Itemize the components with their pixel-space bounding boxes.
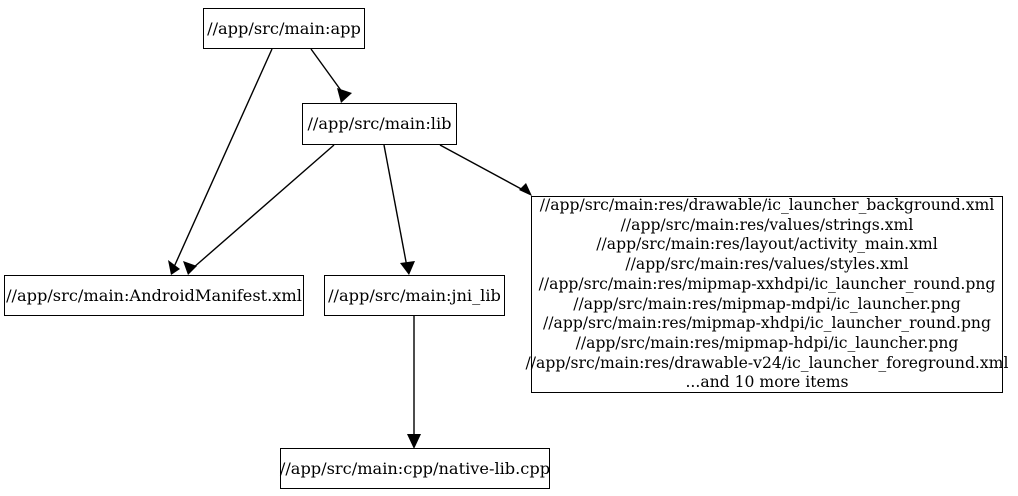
arrowhead-jni-to-native [407,434,421,449]
arrowhead-lib-to-jni [400,261,415,275]
graph-node-android-manifest-label: //app/src/main:AndroidManifest.xml [6,285,302,305]
graph-node-android-manifest[interactable]: //app/src/main:AndroidManifest.xml [4,275,304,316]
edge-lib-to-jni [383,144,408,268]
graph-node-jni-lib[interactable]: //app/src/main:jni_lib [324,275,505,316]
graph-node-resources[interactable]: //app/src/main:res/drawable/ic_launcher_… [526,196,1008,393]
graph-node-app-label: //app/src/main:app [207,18,361,38]
edge-lib-to-resources [439,144,526,192]
arrowhead-lib-to-resources [519,183,532,196]
graph-node-lib[interactable]: //app/src/main:lib [302,103,457,145]
arrowhead-app-to-manifest [168,260,180,275]
graph-node-app[interactable]: //app/src/main:app [203,8,365,49]
graph-node-native-lib[interactable]: //app/src/main:cpp/native-lib.cpp [280,448,550,489]
graph-node-jni-lib-label: //app/src/main:jni_lib [328,285,501,305]
graph-node-resources-label: //app/src/main:res/drawable/ic_launcher_… [525,195,1009,392]
graph-node-native-lib-label: //app/src/main:cpp/native-lib.cpp [279,458,551,478]
graph-node-lib-label: //app/src/main:lib [307,114,452,134]
edge-lib-to-manifest [192,144,335,269]
edge-app-to-lib [310,48,346,97]
edge-app-to-manifest [173,48,273,268]
arrowhead-app-to-lib [337,88,352,103]
arrowhead-lib-to-manifest [183,261,197,275]
